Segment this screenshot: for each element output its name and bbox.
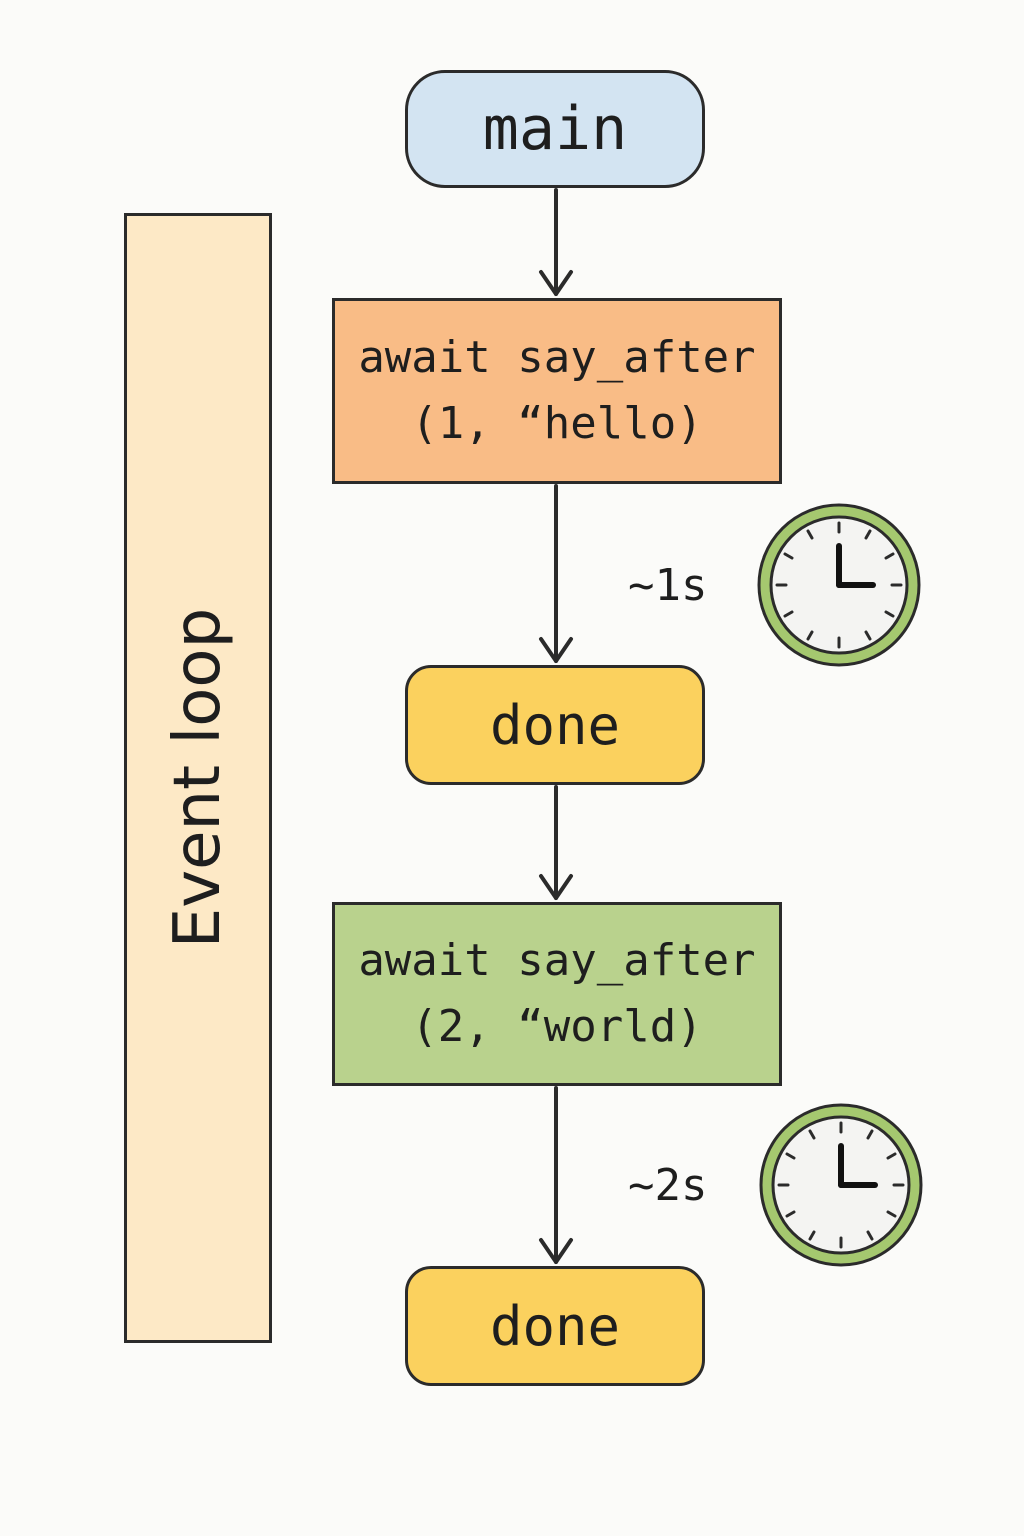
delay-label-second: ~2s bbox=[628, 1160, 708, 1211]
node-step2-line1: await say_after bbox=[358, 935, 756, 986]
node-await-say-after-world: await say_after (2, “world) bbox=[332, 902, 782, 1086]
node-main: main bbox=[405, 70, 705, 188]
node-step2-line2: (2, “world) bbox=[411, 1001, 703, 1052]
clock-icon bbox=[759, 1103, 923, 1267]
node-done2-label: done bbox=[489, 1294, 621, 1358]
node-await-say-after-hello: await say_after (1, “hello) bbox=[332, 298, 782, 484]
node-step1-line2: (1, “hello) bbox=[411, 398, 703, 449]
clock-icon bbox=[757, 503, 921, 667]
node-main-label: main bbox=[482, 94, 628, 164]
node-done1-label: done bbox=[489, 693, 621, 757]
node-done-first: done bbox=[405, 665, 705, 785]
node-step1-line1: await say_after bbox=[358, 332, 756, 383]
delay-label-first: ~1s bbox=[628, 560, 708, 611]
event-loop-bar: Event loop bbox=[124, 213, 272, 1343]
node-done-second: done bbox=[405, 1266, 705, 1386]
